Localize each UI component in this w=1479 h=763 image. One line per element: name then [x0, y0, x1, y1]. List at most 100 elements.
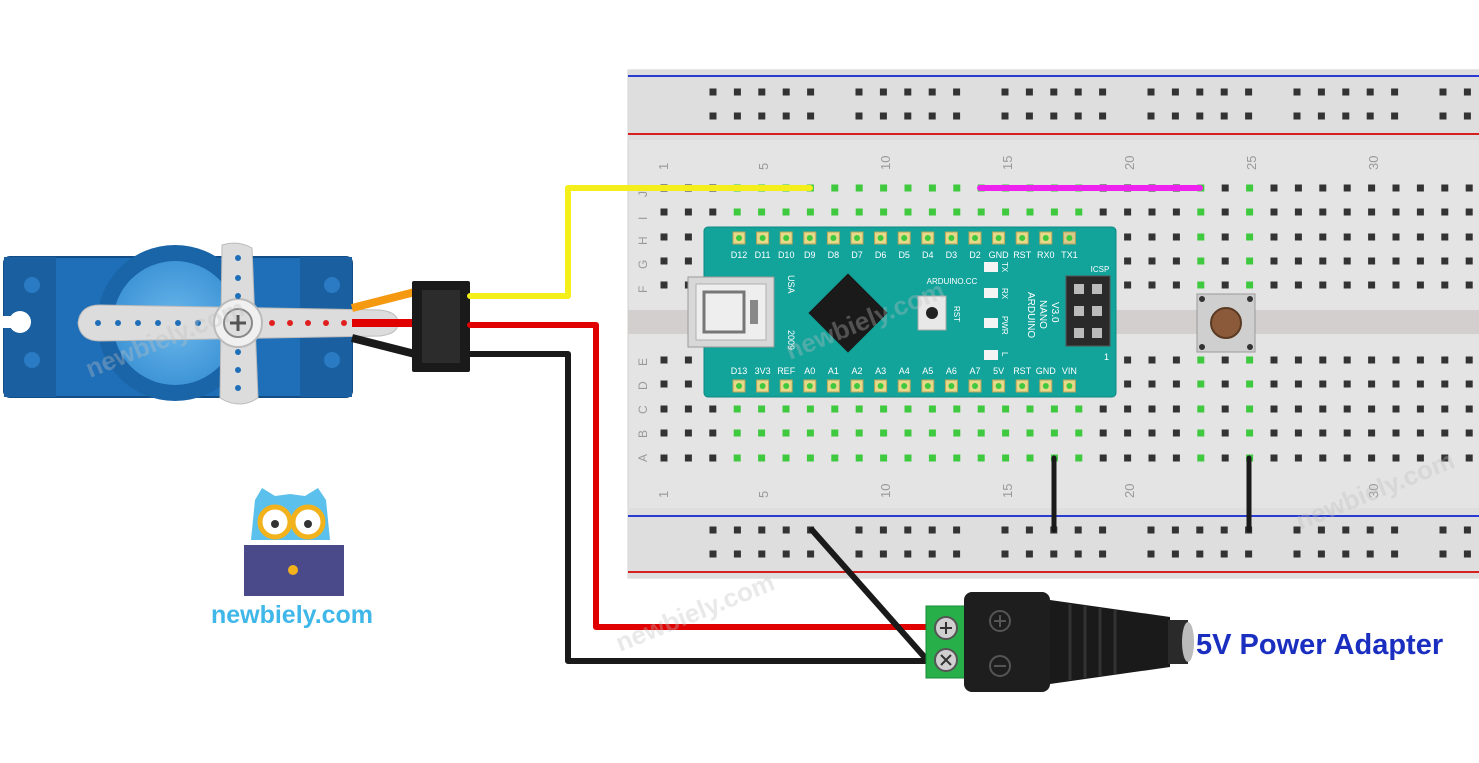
rail-hole [1074, 88, 1082, 96]
breadboard-hole [1416, 281, 1424, 289]
breadboard-hole [782, 429, 790, 437]
breadboard-hole [660, 405, 668, 413]
breadboard-hole [1197, 454, 1205, 462]
breadboard-hole [1075, 429, 1083, 437]
breadboard-hole [1368, 184, 1376, 192]
breadboard-hole [758, 454, 766, 462]
breadboard-hole [660, 257, 668, 265]
rail-hole [1439, 88, 1447, 96]
breadboard-hole [1124, 356, 1132, 364]
breadboard-hole [709, 454, 717, 462]
breadboard-hole [977, 454, 985, 462]
col-number: 20 [1122, 484, 1137, 498]
rail-hole [953, 88, 961, 96]
model-line: V3.0 [1049, 302, 1060, 323]
rail-hole [733, 88, 741, 96]
rail-hole [709, 550, 717, 558]
push-button-cap [1210, 307, 1242, 339]
col-number: 1 [656, 163, 671, 170]
rail-hole [782, 526, 790, 534]
breadboard-hole [709, 208, 717, 216]
breadboard-hole [1026, 429, 1034, 437]
breadboard-hole [953, 429, 961, 437]
breadboard-hole [1172, 233, 1180, 241]
rail-hole [758, 550, 766, 558]
rail-hole [733, 526, 741, 534]
arduino-top-pins [732, 231, 1076, 245]
arduino-pin-hole [972, 235, 978, 241]
top-power-rail [628, 70, 1479, 140]
breadboard-hole [1416, 208, 1424, 216]
rail-hole [1366, 88, 1374, 96]
rail-hole [879, 550, 887, 558]
arduino-pin-label: D8 [828, 250, 840, 260]
arduino-pin-hole [830, 235, 837, 241]
breadboard-hole [1392, 281, 1400, 289]
breadboard-hole [1465, 356, 1473, 364]
breadboard-hole [1246, 208, 1254, 216]
rail-hole [1245, 112, 1253, 120]
breadboard-hole [1221, 380, 1229, 388]
breadboard-hole [1416, 405, 1424, 413]
breadboard-hole [1246, 257, 1254, 265]
breadboard-hole [806, 208, 814, 216]
servo-horn [77, 242, 399, 405]
rail-hole [782, 112, 790, 120]
rail-hole [1391, 550, 1399, 558]
brand-label: ARDUINO.CC [927, 277, 978, 286]
rail-hole [1220, 550, 1228, 558]
breadboard-hole [684, 405, 692, 413]
rail-hole [1317, 112, 1325, 120]
breadboard-hole [1197, 208, 1205, 216]
breadboard-hole [1172, 257, 1180, 265]
breadboard-hole [1368, 281, 1376, 289]
arduino-pin-hole [759, 235, 766, 241]
breadboard-hole [953, 405, 961, 413]
breadboard-hole [1197, 233, 1205, 241]
breadboard-hole [1392, 184, 1400, 192]
col-number: 10 [878, 484, 893, 498]
breadboard-hole [1124, 454, 1132, 462]
breadboard-hole [660, 380, 668, 388]
arduino-pin-label: A6 [946, 366, 957, 376]
breadboard-hole [684, 429, 692, 437]
breadboard-hole [1465, 208, 1473, 216]
arduino-pin-hole [924, 383, 931, 389]
rail-hole [1099, 88, 1107, 96]
breadboard-hole [782, 405, 790, 413]
arduino-pin-label: TX1 [1061, 250, 1078, 260]
breadboard-hole [1148, 281, 1156, 289]
rail-hole [758, 88, 766, 96]
arduino-pin-label: VIN [1062, 366, 1077, 376]
breadboard-hole [1124, 208, 1132, 216]
breadboard-hole [880, 405, 888, 413]
breadboard-hole [831, 454, 839, 462]
arduino-pin-label: A7 [969, 366, 980, 376]
rail-hole [1366, 526, 1374, 534]
breadboard-hole [904, 429, 912, 437]
rail-hole [1171, 526, 1179, 534]
breadboard-hole [1221, 257, 1229, 265]
breadboard-hole [1465, 184, 1473, 192]
breadboard-hole [1172, 454, 1180, 462]
rail-hole [1147, 112, 1155, 120]
breadboard-hole [733, 208, 741, 216]
breadboard-hole [855, 454, 863, 462]
rail-hole [1245, 88, 1253, 96]
breadboard-hole [684, 380, 692, 388]
breadboard-hole [1465, 429, 1473, 437]
row-letter: F [636, 286, 650, 293]
breadboard-hole [1124, 380, 1132, 388]
rail-hole [1050, 550, 1058, 558]
rail-hole [758, 526, 766, 534]
arduino-pin-hole [877, 235, 884, 241]
rail-hole [953, 550, 961, 558]
breadboard-hole [1148, 380, 1156, 388]
breadboard-hole [855, 208, 863, 216]
rail-hole [1196, 112, 1204, 120]
breadboard-hole [1441, 380, 1449, 388]
breadboard-hole [1392, 208, 1400, 216]
rail-hole [733, 112, 741, 120]
